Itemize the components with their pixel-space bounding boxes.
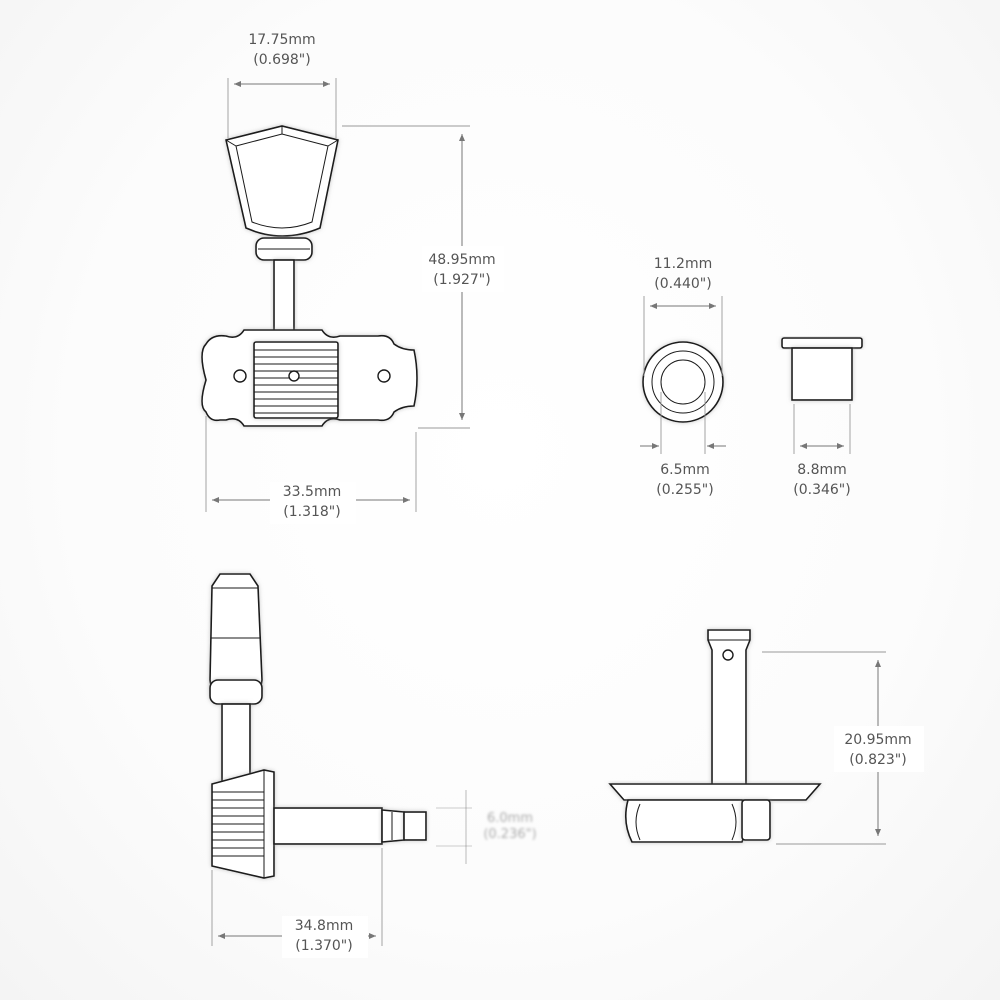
dim-bushing-outer-in: (0.440") — [654, 276, 711, 292]
dim-button-width-mm: 17.75mm — [248, 32, 315, 48]
dim-post-height-in: (0.823") — [849, 752, 906, 768]
button-shaft — [273, 259, 295, 333]
dim-plate-width-in: (1.318") — [283, 504, 340, 520]
string-hole — [722, 649, 734, 661]
dim-bushing-side-mm: 8.8mm — [797, 462, 847, 478]
mounting-plate-end — [608, 783, 822, 801]
tuner-button-front — [225, 125, 339, 237]
bushing-outer-ring — [642, 341, 724, 423]
dim-overall-height-in: (1.927") — [433, 272, 490, 288]
string-post-side — [273, 807, 383, 845]
bushing-flange — [781, 337, 863, 349]
dim-post-diameter-mm: 6.0mm — [487, 811, 533, 826]
end-view: 20.95mm (0.823") — [608, 629, 924, 845]
screw-hole-right — [377, 369, 391, 383]
center-screw — [288, 370, 300, 382]
dim-side-length-mm: 34.8mm — [295, 918, 353, 934]
dim-bushing-inner-in: (0.255") — [656, 482, 713, 498]
dim-post-height-mm: 20.95mm — [844, 732, 911, 748]
dim-bushing-outer-mm: 11.2mm — [654, 256, 712, 272]
screw-hole-left — [233, 369, 247, 383]
dim-bushing-inner-mm: 6.5mm — [660, 462, 710, 478]
gear-body-end — [624, 799, 747, 843]
bushing-top-view: 11.2mm (0.440") 6.5mm (0.255") — [640, 256, 726, 498]
dim-overall-height-mm: 48.95mm — [428, 252, 495, 268]
side-view: 6.0mm (0.236") 34.8mm (1.370") — [209, 573, 537, 958]
side-housing-ribs — [212, 770, 265, 878]
side-collar — [209, 679, 263, 705]
front-view: 17.75mm (0.698") 48.95mm (1.927") 33.5mm… — [201, 32, 504, 524]
dim-side-length-in: (1.370") — [295, 938, 352, 954]
dim-bushing-side-in: (0.346") — [793, 482, 850, 498]
dim-button-width-in: (0.698") — [253, 52, 310, 68]
dim-post-diameter-in: (0.236") — [483, 827, 536, 842]
bushing-side-view: 8.8mm (0.346") — [781, 337, 863, 498]
bushing-bore — [660, 359, 706, 405]
housing-ribs — [254, 349, 338, 414]
dim-plate-width-mm: 33.5mm — [283, 484, 341, 500]
side-shaft — [221, 703, 251, 785]
bushing-barrel — [791, 347, 853, 401]
gear-cap-end — [741, 799, 771, 841]
